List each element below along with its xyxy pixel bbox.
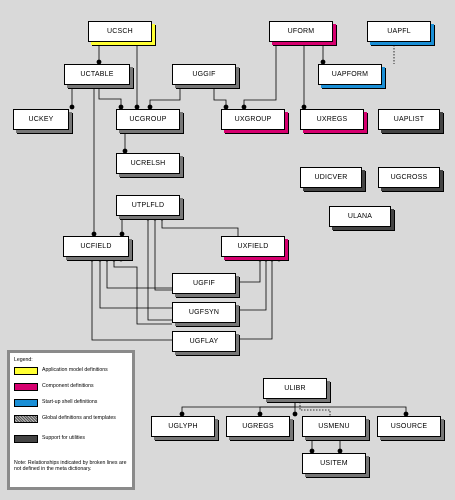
legend-item-label: Application model definitions <box>42 367 108 373</box>
entity-ucfield[interactable]: UCFIELD <box>63 236 129 257</box>
relationship-endpoint-dot <box>263 256 269 262</box>
relationship-endpoint-dot <box>269 256 275 262</box>
utility-swatch-icon <box>14 435 38 443</box>
legend-item-label: Support for utilities <box>42 435 85 441</box>
link-uxfield-ugflay <box>236 257 273 340</box>
relationship-endpoint-dot <box>111 256 117 262</box>
relationship-endpoint-dot <box>223 104 229 110</box>
legend-item-global: Global definitions and templates <box>14 415 132 429</box>
entity-ucgroup[interactable]: UCGROUP <box>116 109 180 130</box>
link-ucfield-ugfsyn-2 <box>113 257 172 325</box>
entity-uxregs[interactable]: UXREGS <box>300 109 364 130</box>
entity-uggif[interactable]: UGGIF <box>172 64 236 85</box>
entity-usitem[interactable]: USITEM <box>302 453 366 474</box>
relationship-endpoint-dot <box>119 231 125 237</box>
legend-item-component: Component definitions <box>14 383 132 397</box>
relationship-endpoint-dot <box>97 256 103 262</box>
link-uxfield-ugfsyn <box>236 257 267 311</box>
entity-uxfield[interactable]: UXFIELD <box>221 236 285 257</box>
relationship-endpoint-dot <box>104 256 110 262</box>
relationship-endpoint-dot <box>403 411 409 417</box>
entity-uform[interactable]: UFORM <box>269 21 333 42</box>
relationship-endpoint-dot <box>91 231 97 237</box>
relationship-endpoint-dot <box>89 256 95 262</box>
legend-note: Note: Relationships indicated by broken … <box>14 460 127 473</box>
link-utplfld-uxfield <box>161 216 239 236</box>
entity-uaplist[interactable]: UAPLIST <box>378 109 440 130</box>
legend-item-application: Application model definitions <box>14 367 132 381</box>
link-ulibr-ugregs <box>259 406 295 416</box>
relationship-endpoint-dot <box>147 104 153 110</box>
link-uggif-uxgroup <box>213 85 227 109</box>
relationship-endpoint-dot <box>145 215 151 221</box>
relationship-endpoint-dot <box>309 448 315 454</box>
link-utplfld-ugfsyn <box>147 216 172 321</box>
link-utplfld-ugfif <box>154 216 172 291</box>
legend-item-shell: Start-up shell definitions <box>14 399 132 413</box>
relationship-endpoint-dot <box>152 215 158 221</box>
entity-uxgroup[interactable]: UXGROUP <box>221 109 285 130</box>
entity-uckey[interactable]: UCKEY <box>13 109 69 130</box>
legend-item-label: Global definitions and templates <box>42 415 116 421</box>
relationship-endpoint-dot <box>241 104 247 110</box>
component-swatch-icon <box>14 383 38 391</box>
entity-uctable[interactable]: UCTABLE <box>64 64 130 85</box>
entity-ugflay[interactable]: UGFLAY <box>172 331 236 352</box>
legend-panel: Legend: Application model definitions Co… <box>7 350 135 490</box>
entity-ugregs[interactable]: UGREGS <box>226 416 290 437</box>
relationship-endpoint-dot <box>118 256 124 262</box>
entity-uapform[interactable]: UAPFORM <box>318 64 382 85</box>
entity-ulana[interactable]: ULANA <box>329 206 391 227</box>
entity-ugfsyn[interactable]: UGFSYN <box>172 302 236 323</box>
legend-title: Legend: <box>14 357 33 363</box>
legend-item-utility: Support for utilities <box>14 435 132 449</box>
relationship-endpoint-dot <box>292 411 298 417</box>
entity-uapfl[interactable]: UAPFL <box>367 21 431 42</box>
relationship-endpoint-dot <box>337 448 343 454</box>
entity-ulibr[interactable]: ULIBR <box>263 378 327 399</box>
relationship-endpoint-dot <box>179 411 185 417</box>
relationship-endpoint-dot <box>69 104 75 110</box>
entity-usource[interactable]: USOURCE <box>377 416 441 437</box>
relationship-endpoint-dot <box>122 148 128 154</box>
link-ucfield-ugfsyn <box>99 257 172 309</box>
shell-swatch-icon <box>14 399 38 407</box>
relationship-endpoint-dot <box>276 256 282 262</box>
entity-utplfld[interactable]: UTPLFLD <box>116 195 180 216</box>
link-ulibr-usource <box>295 406 407 416</box>
global-swatch-icon <box>14 415 38 423</box>
entity-ugcross[interactable]: UGCROSS <box>378 167 440 188</box>
relationship-endpoint-dot <box>96 59 102 65</box>
application-swatch-icon <box>14 367 38 375</box>
link-uform-uxgroup <box>243 42 277 109</box>
link-uggif-ucgroup <box>149 85 181 109</box>
link-uctable-ucgroup <box>98 85 122 109</box>
entity-ugfif[interactable]: UGFIF <box>172 273 236 294</box>
entity-uglyph[interactable]: UGLYPH <box>151 416 215 437</box>
entity-ucsch[interactable]: UCSCH <box>88 21 152 42</box>
link-ucfield-ugfif <box>106 257 172 289</box>
link-ulibr-uglyph <box>181 399 296 416</box>
relationship-endpoint-dot <box>118 104 124 110</box>
relationship-endpoint-dot <box>320 59 326 65</box>
relationship-endpoint-dot <box>257 256 263 262</box>
link-ucfield-ugflay <box>91 257 172 341</box>
relationship-endpoint-dot <box>134 104 140 110</box>
entity-usmenu[interactable]: USMENU <box>302 416 366 437</box>
entity-udicver[interactable]: UDICVER <box>300 167 362 188</box>
legend-item-label: Component definitions <box>42 383 94 389</box>
legend-item-label: Start-up shell definitions <box>42 399 98 405</box>
link-uxfield-ugfif <box>236 257 261 283</box>
relationship-endpoint-dot <box>301 104 307 110</box>
relationship-endpoint-dot <box>257 411 263 417</box>
relationship-endpoint-dot <box>159 215 165 221</box>
link-ulibr-usmenu-2 <box>299 399 331 416</box>
entity-ucrelsh[interactable]: UCRELSH <box>116 153 180 174</box>
